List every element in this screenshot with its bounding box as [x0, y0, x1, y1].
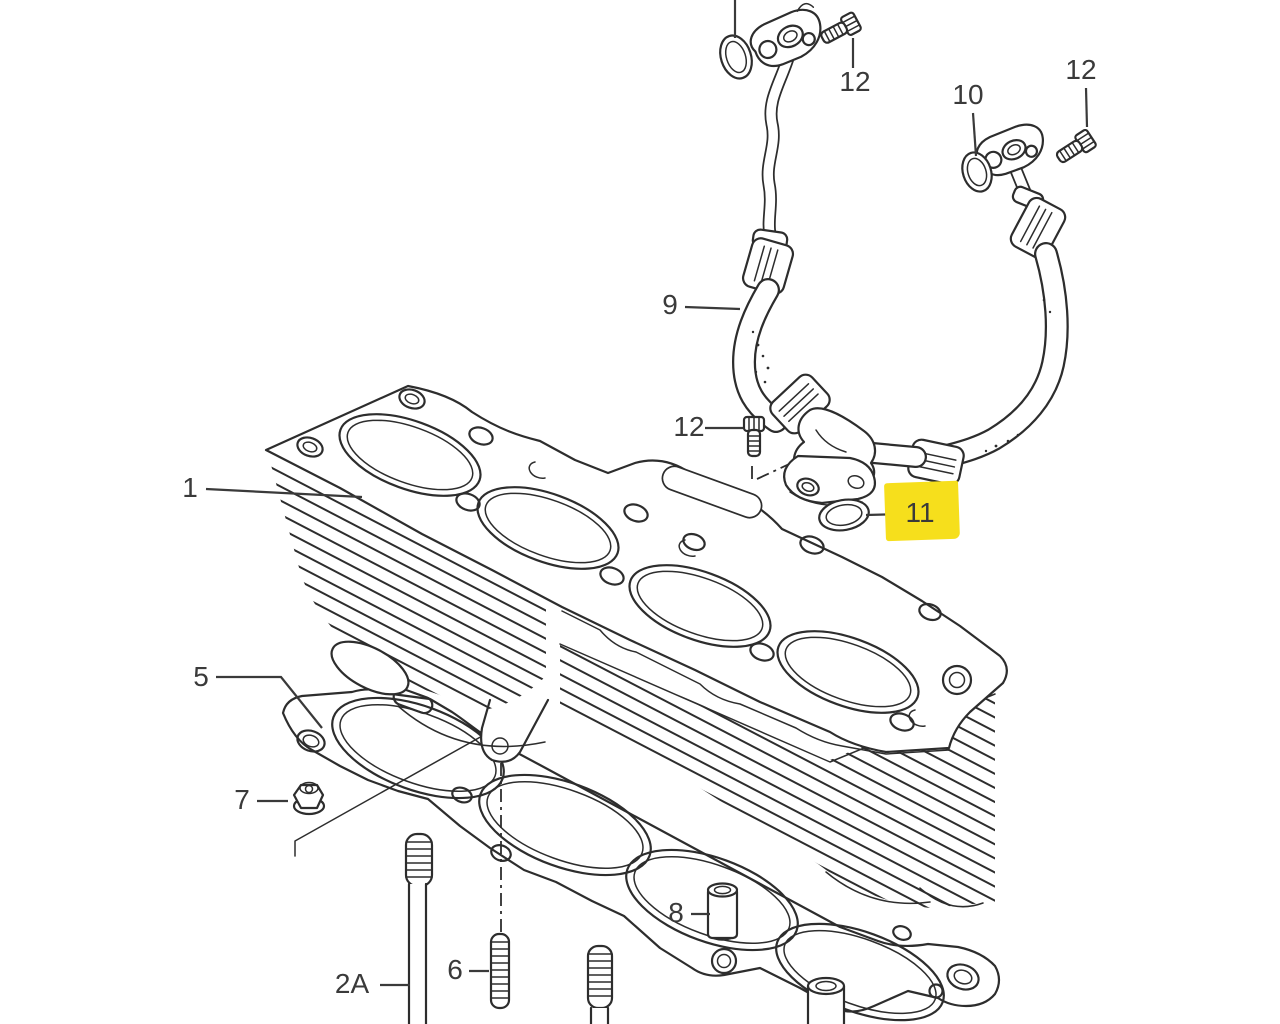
- cooling-fins-right: [560, 644, 995, 908]
- hose-texture: [751, 330, 770, 384]
- callout-8[interactable]: 8: [668, 896, 684, 928]
- deck-wall-edge: [561, 610, 950, 755]
- dowel-pin-8: [706, 882, 739, 941]
- callout-6[interactable]: 6: [447, 953, 463, 985]
- union-bolt-12-top: [820, 11, 862, 44]
- bolt-centerlines: [751, 452, 814, 481]
- callout-5[interactable]: 5: [193, 660, 209, 692]
- o-ring-11: [818, 498, 870, 532]
- callout-10[interactable]: 10: [952, 78, 984, 110]
- cylinder-block: [264, 384, 1008, 912]
- oil-pipe-assembly: [731, 2, 1069, 507]
- cylinder-base-gasket: [281, 687, 1001, 1022]
- callout-12a[interactable]: 12: [839, 65, 871, 97]
- stud-bolt-6: [489, 932, 511, 1010]
- cooling-fins-left: [268, 454, 546, 710]
- alignment-line: [294, 725, 501, 857]
- stud-bolt-long-2a: [404, 832, 434, 1024]
- callout-7[interactable]: 7: [234, 783, 250, 815]
- block-leg-hole: [491, 737, 509, 755]
- union-bolt-12-right: [1055, 128, 1097, 164]
- hose-clamp: [1009, 196, 1067, 260]
- deck-holes: [296, 388, 973, 732]
- spigot-arc-left: [397, 705, 546, 748]
- stud-bolt-mid: [586, 944, 614, 1024]
- hose-texture: [984, 298, 1052, 453]
- hose-clamp: [741, 237, 795, 295]
- cylinder-bores: [338, 413, 920, 714]
- dowel-pin-8b: [806, 976, 846, 1024]
- callout-12b[interactable]: 12: [1065, 53, 1097, 85]
- o-ring-top-left: [719, 34, 753, 80]
- union-bolt-12-mid: [742, 415, 766, 458]
- callout-11[interactable]: 11: [905, 496, 935, 528]
- spigot-arc-right: [825, 871, 984, 908]
- gasket-bolt-holes: [296, 687, 980, 999]
- callout-12c[interactable]: 12: [673, 410, 705, 442]
- banjo-flange-right: [975, 123, 1044, 177]
- block-leg: [480, 698, 550, 763]
- gasket-bore-openings: [331, 696, 945, 1022]
- callout-1[interactable]: 1: [182, 471, 198, 503]
- banjo-flange-left: [749, 2, 822, 68]
- base-pad: [330, 640, 410, 696]
- callout-2A[interactable]: 2A: [334, 967, 370, 999]
- o-ring-10: [961, 151, 993, 193]
- flange-nut-7: [292, 781, 326, 816]
- callout-9[interactable]: 9: [662, 288, 678, 320]
